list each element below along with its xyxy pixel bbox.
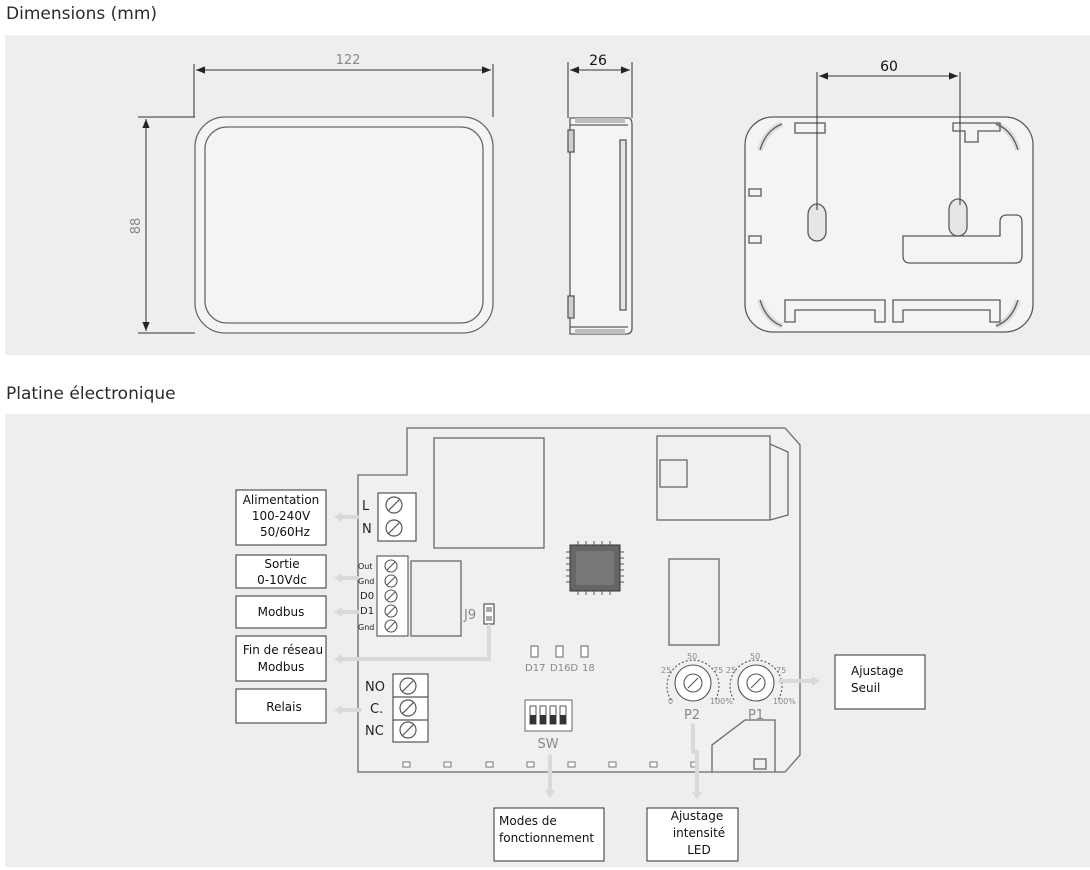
callout-led-1: Ajustage (671, 809, 723, 823)
p2-scale-50: 50 (687, 652, 697, 661)
height-value: 88 (129, 218, 144, 235)
p2-label: P2 (684, 708, 700, 723)
dip-switch (524, 699, 573, 732)
callout-output-1: Sortie (264, 557, 299, 571)
board-title: Platine électronique (6, 384, 176, 404)
terminal-l: L (362, 499, 370, 514)
callout-end-of-line-1: Fin de réseau (243, 643, 323, 657)
p2-scale-75: 75 (713, 666, 723, 675)
terminal-no: NO (365, 680, 385, 695)
depth-dimension (567, 62, 633, 118)
p2-scale-100: 100% (710, 697, 733, 706)
led-d17: D17 (525, 663, 545, 674)
width-value: 122 (336, 53, 361, 68)
p1-scale-75: 75 (776, 666, 786, 675)
p2-scale-0: 0 (668, 697, 673, 706)
callout-threshold-2: Seuil (851, 681, 880, 695)
p1-scale-25: 25 (726, 666, 736, 675)
width-dimension (193, 64, 494, 117)
io-terminal-block (376, 555, 409, 637)
terminal-d1: D1 (360, 606, 374, 617)
callout-led-3: LED (687, 843, 711, 857)
front-view (194, 116, 494, 334)
terminal-nc: NC (365, 724, 384, 739)
callout-end-of-line-2: Modbus (258, 660, 305, 674)
mount-spacing-dimension (816, 72, 961, 210)
led-18: 18 (582, 663, 595, 674)
callout-power-2: 100-240V (252, 509, 311, 523)
callout-modbus: Modbus (258, 605, 305, 619)
microcontroller-chip (566, 541, 624, 595)
power-terminal-block (377, 492, 417, 542)
p1-scale-100: 100% (773, 697, 796, 706)
callout-output-2: 0-10Vdc (257, 573, 307, 587)
jumper-label: J9 (463, 608, 476, 623)
height-dimension (138, 116, 195, 334)
terminal-n: N (362, 522, 372, 537)
led-group (530, 645, 589, 658)
potentiometer-p2 (666, 659, 720, 702)
callout-power-1: Alimentation (243, 493, 320, 507)
potentiometer-p1 (729, 659, 783, 702)
terminal-d0: D0 (360, 591, 374, 602)
p1-scale-50: 50 (750, 652, 760, 661)
mount-spacing-value: 60 (880, 59, 898, 75)
callout-modes-1: Modes de (499, 814, 557, 828)
callout-boxes (235, 489, 926, 862)
back-view (744, 116, 1034, 333)
leader-arrowheads (334, 512, 820, 800)
led-d16d: D16D (550, 663, 578, 674)
terminal-c: C. (370, 702, 383, 717)
depth-value: 26 (589, 53, 607, 69)
dimensions-title: Dimensions (mm) (6, 4, 158, 24)
terminal-out: Out (358, 562, 373, 571)
terminal-gnd-2: Gnd (358, 623, 374, 632)
callout-led-2: intensité (673, 826, 725, 840)
switch-label: SW (537, 737, 558, 752)
callout-power-3: 50/60Hz (260, 525, 310, 539)
relay-terminal-block (392, 673, 429, 743)
side-view (567, 117, 633, 335)
leader-arrows (338, 515, 814, 794)
bottom-pads (402, 761, 699, 768)
terminal-gnd-1: Gnd (358, 577, 374, 586)
callout-modes-2: fonctionnement (499, 831, 594, 845)
jumper-j9 (483, 603, 495, 625)
callout-threshold-1: Ajustage (851, 664, 903, 678)
callout-relay: Relais (266, 700, 301, 714)
p2-scale-25: 25 (661, 666, 671, 675)
p1-label: P1 (748, 708, 764, 723)
